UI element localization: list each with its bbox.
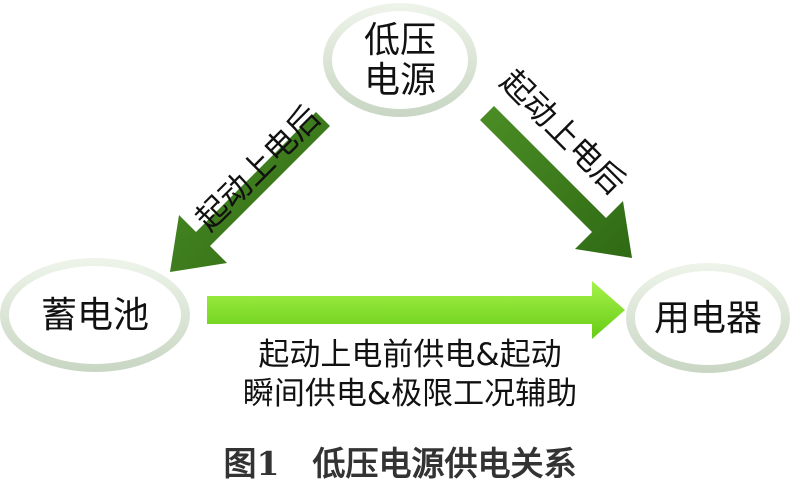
node-battery: 蓄电池: [0, 258, 190, 372]
node-label-source-line2: 电源: [364, 60, 436, 101]
edge-label-left: 起动上电后: [188, 98, 328, 238]
arrow-battery-to-load: [207, 281, 625, 339]
figure-caption: 图1 低压电源供电关系: [224, 444, 577, 483]
node-load: 用电器: [626, 263, 790, 373]
node-label-load: 用电器: [654, 298, 762, 339]
node-label-source-line1: 低压: [364, 20, 436, 61]
arrow-source-to-battery: [170, 98, 330, 272]
edge-label-bottom-line2: 瞬间供电&极限工况辅助: [243, 376, 577, 412]
edge-label-bottom-line1: 起动上电前供电&起动: [258, 337, 561, 373]
node-low-voltage-source: 低压 电源: [323, 3, 477, 117]
arrow-source-to-load: [480, 92, 632, 258]
node-label-battery: 蓄电池: [41, 295, 149, 336]
